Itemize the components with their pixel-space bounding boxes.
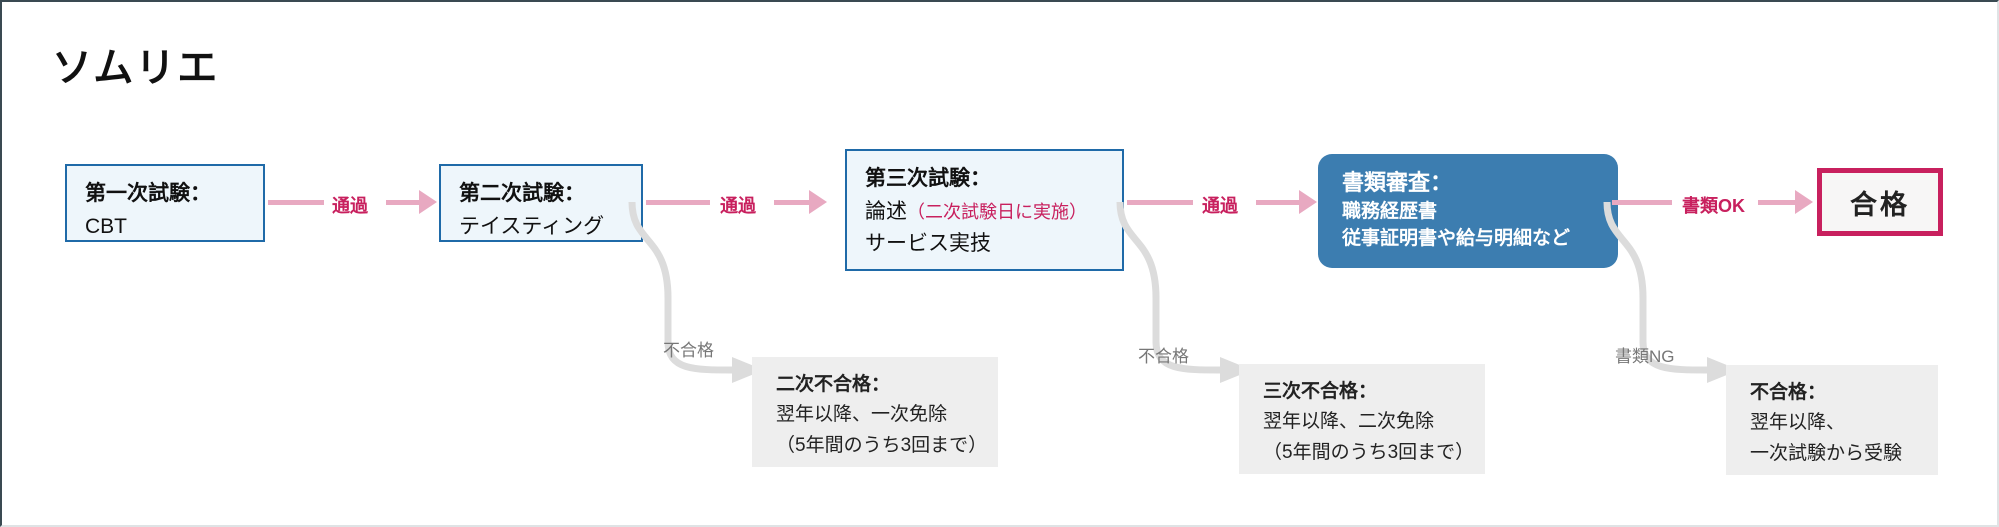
stage-1-heading: 第一次試験： [85,182,211,205]
fail-box-2-heading: 三次不合格： [1263,381,1378,402]
pass-connector-3-arrow [1256,190,1317,214]
pass-connector-4-line [1612,200,1672,205]
fail-label-1: 不合格 [663,341,714,360]
stage-3-note: （二次試験日に実施） [907,201,1087,222]
fail-connector-2 [1116,202,1252,383]
stage-3-subject: 論述 [865,199,907,223]
stage-box-3[interactable]: 第三次試験： 論述（二次試験日に実施） サービス実技 [845,149,1124,271]
stage-2-heading: 第二次試験： [459,182,585,205]
fail-connector-3 [1603,202,1739,383]
fail-box-3[interactable]: 不合格： 翌年以降、 一次試験から受験 [1726,365,1938,475]
stage-3-line-last: サービス実技 [865,232,991,256]
page-title: ソムリエ [52,46,220,90]
stage-box-2[interactable]: 第二次試験： テイスティング [439,164,643,242]
stage-3-line-main: 論述（二次試験日に実施） [865,196,1106,229]
pass-label-2: 通過 [720,196,756,216]
stage-4-heading: 書類審査： [1342,170,1453,195]
stage-4-line-2: 従事証明書や給与明細など [1342,227,1571,249]
pass-label-1: 通過 [332,196,368,216]
pass-connector-3-line [1127,200,1193,205]
fail-box-2-line-2: （5年間のうち3回まで） [1263,441,1475,463]
pass-label-4: 書類OK [1682,196,1745,216]
pass-connector-1-arrow [386,190,437,214]
stage-1-line-1: CBT [85,214,127,238]
fail-box-3-line-2: 一次試験から受験 [1750,442,1903,464]
stage-4-line-1: 職務経歴書 [1342,200,1438,222]
pass-connector-4-arrow [1758,190,1813,214]
fail-connector-1 [628,202,764,383]
fail-box-1-line-1: 翌年以降、一次免除 [776,404,948,426]
stage-3-heading: 第三次試験： [865,167,991,190]
fail-box-1-line-2: （5年間のうち3回まで） [776,434,988,456]
result-label: 合格 [1850,189,1910,220]
stage-2-line-1: テイスティング [459,214,605,238]
fail-box-1-heading: 二次不合格： [776,374,891,395]
pass-connector-2-line [646,200,710,205]
fail-label-3: 書類NG [1615,347,1675,366]
stage-box-1[interactable]: 第一次試験： CBT [65,164,265,242]
fail-box-1[interactable]: 二次不合格： 翌年以降、一次免除 （5年間のうち3回まで） [752,357,998,467]
stage-box-4[interactable]: 書類審査： 職務経歴書 従事証明書や給与明細など [1318,154,1618,268]
pass-connector-2-arrow [774,190,827,214]
fail-box-3-line-1: 翌年以降、 [1750,412,1846,434]
fail-box-2[interactable]: 三次不合格： 翌年以降、二次免除 （5年間のうち3回まで） [1239,364,1485,474]
pass-label-3: 通過 [1202,196,1238,216]
pass-connector-1-line [268,200,324,205]
result-box[interactable]: 合格 [1817,168,1943,236]
fail-box-3-heading: 不合格： [1750,382,1827,403]
fail-box-2-line-1: 翌年以降、二次免除 [1263,411,1435,433]
fail-label-2: 不合格 [1138,347,1189,366]
